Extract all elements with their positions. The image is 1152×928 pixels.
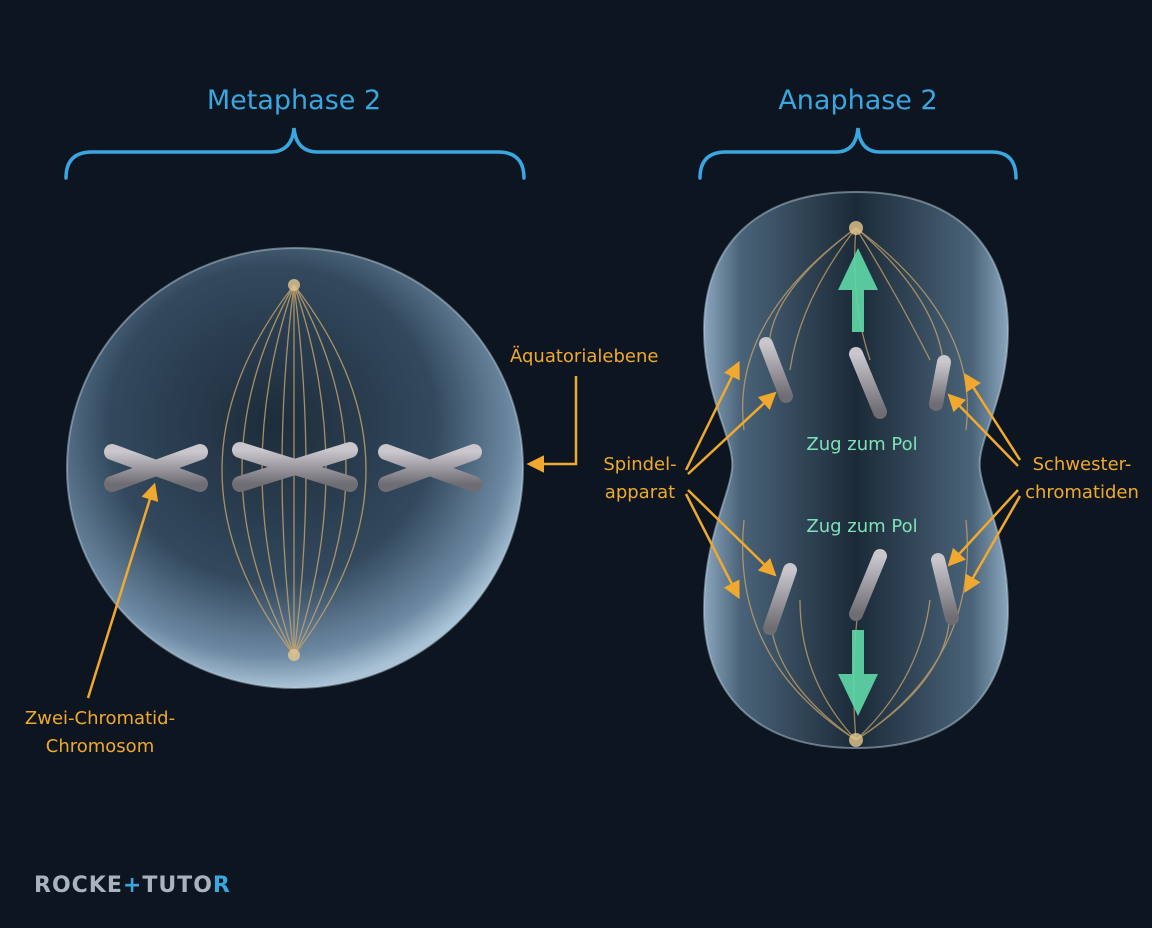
sister-chromatids-bottom — [763, 549, 959, 635]
chromosome-left — [104, 444, 208, 492]
metaphase-title: Metaphase 2 — [207, 85, 381, 116]
chromosome-right — [378, 444, 482, 492]
metaphase-cell — [66, 247, 524, 689]
chromosome-arrow — [86, 482, 159, 699]
spindle-label-line2: apparat — [605, 482, 675, 503]
anaphase-pole-top — [849, 221, 863, 235]
sister-arrows — [947, 373, 1022, 594]
anaphase-pole-bottom — [849, 733, 863, 747]
spindle-label-line1: Spindel- — [603, 454, 676, 475]
rocketutor-logo: ROCKE+TUTOR — [34, 873, 231, 898]
chromosome-label-line1: Zwei-Chromatid- — [25, 708, 175, 729]
equator-label: Äquatorialebene — [510, 346, 658, 367]
metaphase-brace — [64, 127, 526, 180]
pull-label-bottom: Zug zum Pol — [806, 516, 917, 537]
pull-label-top: Zug zum Pol — [806, 434, 917, 455]
equator-arrow — [526, 376, 578, 473]
metaphase-pole-bottom — [288, 649, 300, 661]
sister-label-line1: Schwester- — [1033, 454, 1132, 475]
sister-label-line2: chromatiden — [1025, 482, 1139, 503]
spindle-arrows — [684, 360, 777, 600]
chromosome-label-line2: Chromosom — [46, 736, 154, 757]
anaphase-title: Anaphase 2 — [778, 85, 937, 116]
metaphase-pole-top — [288, 279, 300, 291]
svg-text:ROCKE+TUTOR: ROCKE+TUTOR — [34, 873, 231, 898]
anaphase-cell — [702, 190, 1010, 750]
anaphase-brace — [698, 127, 1018, 180]
pull-arrow-down — [838, 630, 878, 716]
sister-chromatids-top — [759, 337, 951, 419]
chromosome-center — [232, 442, 358, 492]
pull-arrow-up — [838, 248, 878, 332]
